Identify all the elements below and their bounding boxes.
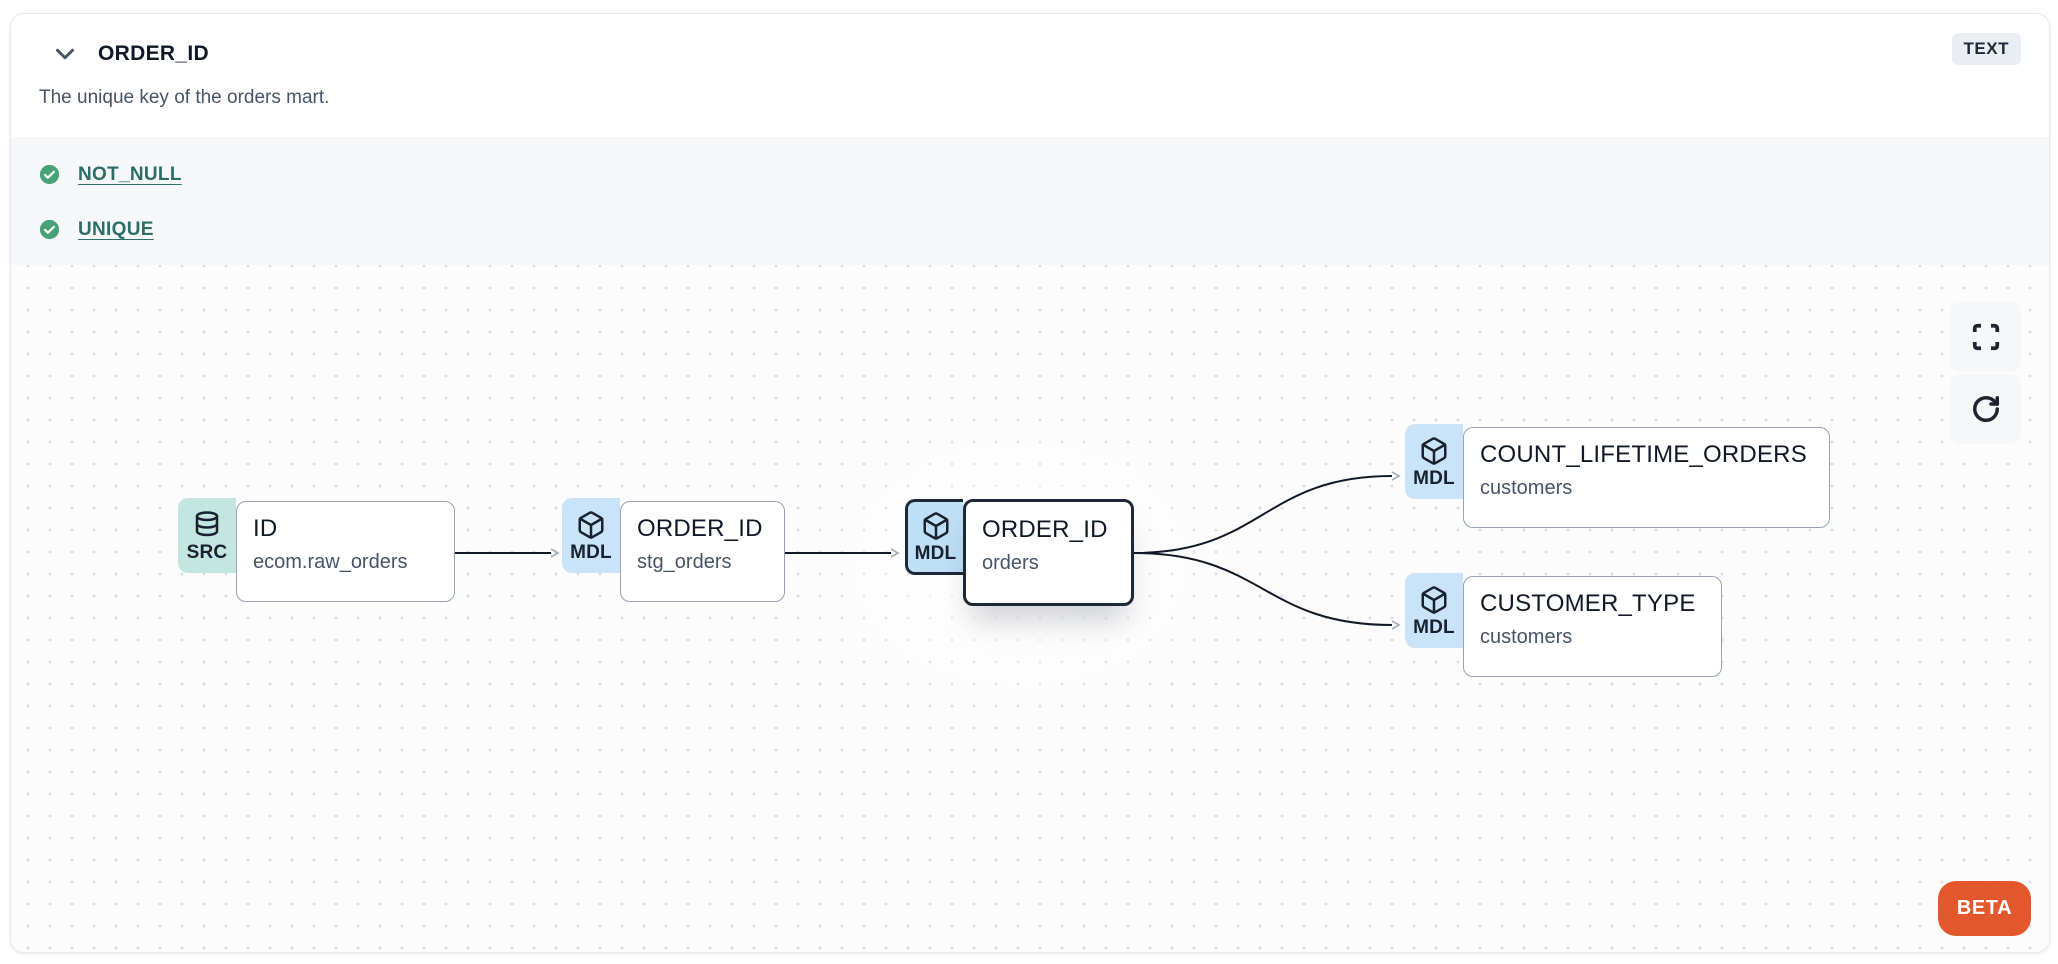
lineage-node-id-raw-orders[interactable]: SRC ID ecom.raw_orders — [178, 498, 455, 602]
node-subtitle: orders — [982, 552, 1039, 574]
edge — [1133, 471, 1401, 554]
collapse-button[interactable] — [49, 38, 81, 70]
lineage-edges — [455, 471, 1401, 630]
node-title: ORDER_ID — [982, 516, 1108, 543]
box-icon — [578, 510, 604, 539]
lineage-node-order-id-stg-orders[interactable]: MDL ORDER_ID stg_orders — [562, 498, 785, 602]
data-type-badge: TEXT — [1951, 33, 2021, 65]
lineage-node-customer-type[interactable]: MDL CUSTOMER_TYPE customers — [1405, 573, 1722, 677]
lineage-node-count-lifetime-orders[interactable]: MDL COUNT_LIFETIME_ORDERS customers — [1405, 424, 1830, 528]
node-title: COUNT_LIFETIME_ORDERS — [1480, 441, 1807, 468]
node-card: ORDER_ID stg_orders — [620, 501, 785, 602]
database-icon — [195, 510, 219, 536]
node-badge-label: MDL — [1413, 616, 1455, 638]
column-details-panel: ORDER_ID The unique key of the orders ma… — [10, 13, 2050, 953]
test-row: NOT_NULL — [39, 161, 2021, 188]
lineage-node-order-id-orders-selected[interactable]: MDL ORDER_ID orders — [905, 499, 1134, 606]
node-card: CUSTOMER_TYPE customers — [1463, 576, 1722, 677]
box-icon — [1421, 436, 1447, 465]
node-subtitle: customers — [1480, 626, 1573, 648]
node-card: ID ecom.raw_orders — [236, 501, 455, 602]
panel-header: ORDER_ID The unique key of the orders ma… — [11, 14, 2049, 137]
refresh-icon — [1972, 396, 1999, 422]
title-row: ORDER_ID — [11, 14, 2049, 70]
test-link-unique[interactable]: UNIQUE — [78, 218, 154, 240]
node-card: COUNT_LIFETIME_ORDERS customers — [1463, 427, 1830, 528]
fullscreen-button[interactable] — [1950, 302, 2021, 372]
check-circle-icon — [39, 219, 60, 240]
node-type-badge: MDL — [1405, 573, 1463, 648]
box-icon — [1421, 585, 1447, 614]
node-subtitle: customers — [1480, 477, 1573, 499]
node-subtitle: ecom.raw_orders — [253, 551, 408, 573]
box-icon — [923, 512, 948, 540]
node-type-badge: MDL — [1405, 424, 1463, 499]
node-badge-label: MDL — [1413, 467, 1455, 489]
test-row: UNIQUE — [39, 216, 2021, 243]
chevron-down-icon — [56, 48, 74, 60]
node-subtitle: stg_orders — [637, 551, 732, 573]
refresh-button[interactable] — [1950, 374, 2021, 444]
node-type-badge: SRC — [178, 498, 236, 573]
lineage-canvas[interactable]: SRC ID ecom.raw_orders MDL ORDER_ID stg_… — [11, 265, 2049, 952]
column-title: ORDER_ID — [98, 42, 209, 65]
tests-section: NOT_NULL UNIQUE — [11, 137, 2049, 265]
node-badge-label: MDL — [914, 543, 957, 564]
test-link-not-null[interactable]: NOT_NULL — [78, 163, 182, 185]
beta-badge: BETA — [1938, 881, 2031, 936]
node-badge-label: MDL — [570, 541, 612, 563]
node-type-badge: MDL — [562, 498, 620, 573]
column-description: The unique key of the orders mart. — [39, 87, 330, 108]
fullscreen-icon — [1972, 323, 1999, 351]
node-card: ORDER_ID orders — [963, 499, 1134, 606]
node-title: ORDER_ID — [637, 515, 763, 542]
edge — [1133, 552, 1401, 630]
node-title: ID — [253, 515, 278, 542]
node-badge-label: SRC — [186, 541, 228, 563]
check-circle-icon — [39, 164, 60, 185]
node-title: CUSTOMER_TYPE — [1480, 590, 1696, 617]
node-type-badge: MDL — [905, 499, 963, 575]
